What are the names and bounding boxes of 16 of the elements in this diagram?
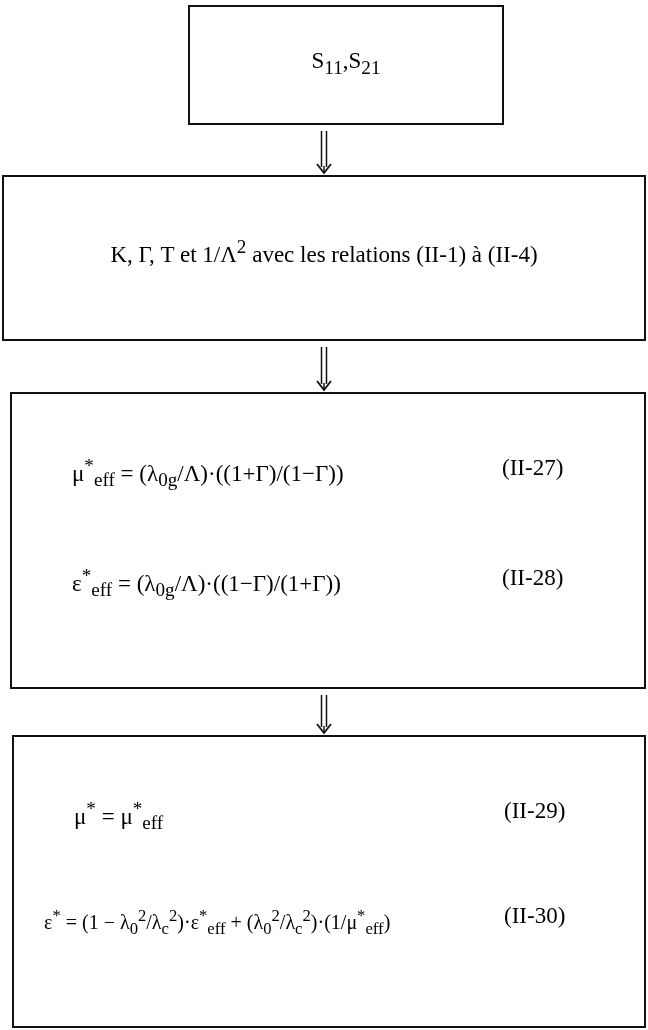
equation-number: (II-28) [502,564,564,592]
equation: μ$^{*}$$_{eff}$ = (λ$_{0g}$/Λ)·((1+Γ)/(1−Γ)) [72,454,344,492]
equation-number: (II-27) [502,454,564,482]
equation-number: (II-29) [504,797,566,825]
step-text: K, Γ, T et 1/Λ$^{2}$ avec les relations (II-1) à (II-4) [109,235,539,269]
equation: ε$^{*}$ = (1 − λ$_{0}$$^{2}$/λ$_{c}$$^{2}$)·ε$^{*}$$_{eff}$ + (λ$_{0}$$^{2}$/λ$_{c}$$^{2}$)·(1/μ$^{*}$$_{eff}$) [44,906,392,939]
double-arrow [316,346,332,391]
equation: ε$^{*}$$_{eff}$ = (λ$_{0g}$/Λ)·((1−Γ)/(1+Γ)) [72,564,341,602]
equation-number: (II-30) [504,902,566,930]
process-box [10,392,646,689]
double-arrow [316,694,332,734]
process-box [188,5,504,125]
step-text: S$_{11}$,S$_{21}$ [310,47,382,79]
process-box [12,735,646,1028]
process-box [2,175,646,341]
double-arrow [316,130,332,174]
